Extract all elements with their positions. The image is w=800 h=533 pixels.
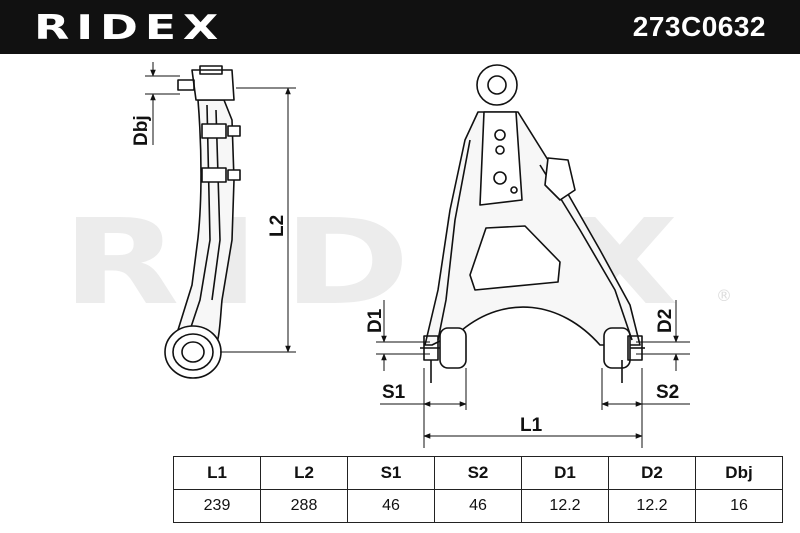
ball-joint-stud (177, 79, 195, 91)
spec-value-d2: 12.2 (608, 489, 696, 523)
side-view (164, 65, 241, 379)
side-bushing-inner (181, 341, 205, 363)
spec-header-d2: D2 (608, 456, 696, 490)
right-bushing-sleeve (627, 335, 643, 361)
spec-header-l2: L2 (260, 456, 348, 490)
spec-header-s1: S1 (347, 456, 435, 490)
l1-label: L1 (520, 415, 543, 436)
s1-label: S1 (382, 382, 406, 403)
l2-label: L2 (267, 215, 288, 237)
spec-value-d1: 12.2 (521, 489, 609, 523)
spec-value-l1: 239 (173, 489, 261, 523)
spec-header-l1: L1 (173, 456, 261, 490)
spec-header-row: L1 L2 S1 S2 D1 D2 Dbj (173, 456, 783, 490)
spec-header-s2: S2 (434, 456, 522, 490)
spec-table: L1 L2 S1 S2 D1 D2 Dbj 239 288 46 46 12.2… (173, 456, 783, 523)
top-ball-joint-outer (476, 64, 518, 106)
dbj-dimension (145, 62, 180, 145)
front-view (420, 64, 645, 383)
spec-value-row: 239 288 46 46 12.2 12.2 16 (173, 489, 783, 523)
watermark-registered-mark: ® (716, 286, 732, 305)
header-bar: RIDEX 273C0632 (0, 0, 800, 54)
d1-dimension (376, 300, 430, 371)
plate-hole-4 (510, 186, 518, 194)
side-arm-edge-2 (211, 109, 221, 301)
s2-label: S2 (656, 382, 679, 403)
d2-dimension (636, 300, 690, 371)
left-bushing-housing (439, 327, 467, 369)
d2-label: D2 (655, 309, 676, 333)
plate-hole-2 (495, 145, 505, 155)
technical-drawing: RIDEX ® Dbj L2 (62, 62, 732, 448)
spec-value-dbj: 16 (695, 489, 783, 523)
part-number: 273C0632 (632, 11, 766, 42)
plate-hole-1 (494, 129, 506, 141)
spec-header-d1: D1 (521, 456, 609, 490)
spec-header-dbj: Dbj (695, 456, 783, 490)
ball-joint-plate (479, 111, 523, 206)
arm-ridge-left (437, 139, 471, 341)
bolt-2-end (227, 169, 241, 181)
l2-dimension (220, 87, 296, 353)
bolt-1 (201, 123, 227, 139)
brand-logo: RIDEX (34, 8, 226, 48)
arm-cutout (469, 225, 561, 291)
spec-value-s2: 46 (434, 489, 522, 523)
bolt-2 (201, 167, 227, 183)
bolt-1-end (227, 125, 241, 137)
s2-dimension (601, 368, 690, 448)
side-bracket (544, 157, 576, 201)
top-ball-joint-inner (487, 75, 507, 95)
d1-label: D1 (365, 308, 386, 333)
side-bushing-mid (172, 333, 214, 371)
spec-value-s1: 46 (347, 489, 435, 523)
ball-joint-nut (199, 65, 223, 75)
right-bushing-housing (603, 327, 631, 369)
plate-hole-3 (493, 171, 507, 185)
spec-value-l2: 288 (260, 489, 348, 523)
dbj-label: Dbj (131, 115, 152, 146)
